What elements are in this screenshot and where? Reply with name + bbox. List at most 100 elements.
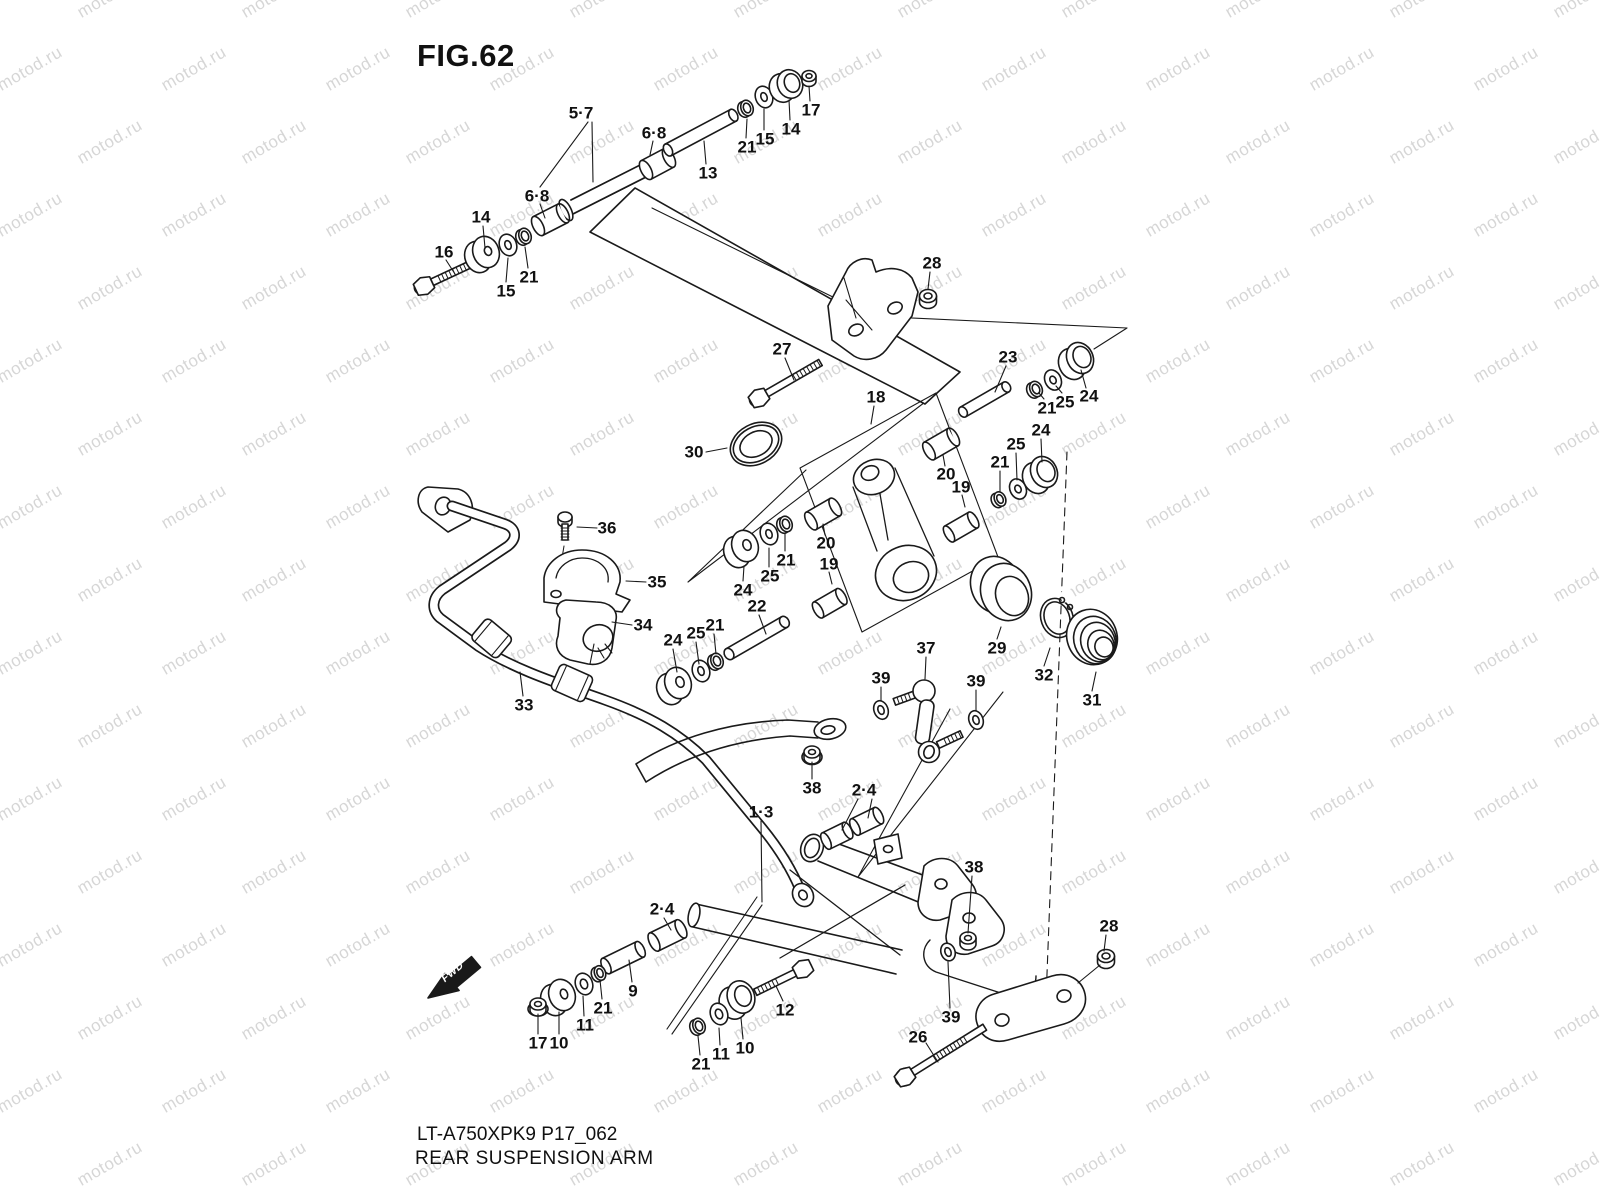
rear-arm-group: [527, 806, 1116, 1088]
part-label: 21: [737, 137, 757, 157]
part-label: 17: [801, 100, 821, 120]
part-label: 20: [816, 533, 836, 553]
part-label: 32: [1034, 665, 1054, 685]
part-label: 15: [496, 281, 516, 301]
part-label: 23: [998, 347, 1018, 367]
part-label: 10: [549, 1033, 569, 1053]
link-group: [635, 679, 985, 783]
part-label: 35: [647, 572, 667, 592]
part-label: 39: [966, 671, 986, 691]
fwd-arrow: [427, 955, 482, 999]
part-label: 19: [819, 554, 839, 574]
part-label: 9: [628, 981, 638, 1001]
snap-ring-32: [1039, 588, 1075, 639]
part-label: 25: [686, 623, 706, 643]
nut-38-rear: [959, 931, 977, 951]
nut-17-top: [801, 69, 817, 88]
boot-31: [1065, 608, 1119, 666]
part-label: 28: [1099, 916, 1119, 936]
part-label: 14: [471, 207, 491, 227]
stabilizer-group: [417, 486, 815, 908]
nut-28-rear: [1096, 948, 1116, 970]
part-label: 5·7: [568, 103, 594, 123]
bolt-26: [893, 1023, 988, 1088]
part-label: 27: [772, 339, 792, 359]
part-label: 33: [514, 695, 534, 715]
washer-14-left: [463, 235, 501, 274]
part-label: 14: [781, 119, 801, 139]
part-label: 24: [1031, 420, 1051, 440]
part-label: 37: [916, 638, 936, 658]
knuckle-group: [799, 341, 1119, 666]
part-label: 6·8: [524, 186, 550, 206]
part-label: 16: [434, 242, 454, 262]
part-label: 38: [964, 857, 984, 877]
part-label: 31: [1082, 690, 1102, 710]
footer-figure-name: REAR SUSPENSION ARM: [415, 1148, 654, 1169]
clamp-35: [543, 549, 631, 613]
nut-28-top: [918, 288, 938, 310]
part-label: 36: [597, 518, 617, 538]
part-label: 25: [760, 566, 780, 586]
footer-model-code: LT-A750XPK9 P17_062: [417, 1124, 618, 1145]
link-rod-37: [892, 679, 964, 764]
part-label: 21: [705, 615, 725, 635]
stabilizer-eye: [417, 486, 474, 533]
assembly-axis-dashed: [1045, 451, 1068, 1001]
washer-21-left: [514, 227, 533, 247]
part-label: 6·8: [641, 123, 667, 143]
bushing-6-8-left: [530, 202, 571, 237]
part-label: 1·3: [748, 802, 774, 822]
part-label: 39: [871, 668, 891, 688]
part-label: 34: [633, 615, 653, 635]
pin-13: [662, 108, 739, 157]
part-label: 38: [802, 778, 822, 798]
part-label: 29: [987, 638, 1007, 658]
part-label: 25: [1006, 434, 1026, 454]
top-arm-assembly: [412, 68, 961, 467]
part-label: 21: [1037, 398, 1057, 418]
nut-17-bottom: [527, 997, 549, 1017]
nut-38-middle: [801, 745, 823, 766]
washer-21-top: [736, 99, 755, 119]
part-label: 21: [593, 998, 613, 1018]
part-label: 19: [951, 477, 971, 497]
washer-15-top: [754, 85, 774, 109]
part-label: 17: [528, 1033, 548, 1053]
bushing-6-8-right: [638, 147, 677, 181]
part-label: 24: [663, 630, 683, 650]
part-label: 39: [941, 1007, 961, 1027]
part-label: 2·4: [851, 780, 877, 800]
seal-30: [729, 421, 783, 467]
bushing-29: [969, 555, 1033, 622]
part-label: 10: [735, 1038, 755, 1058]
part-label: 28: [922, 253, 942, 273]
bolt-16: [412, 260, 473, 297]
part-label: 20: [936, 464, 956, 484]
part-label: 11: [712, 1044, 730, 1064]
washer-15-left: [498, 233, 518, 257]
cup-14-top: [768, 68, 804, 104]
part-label: 13: [698, 163, 718, 183]
part-label: 12: [775, 1000, 795, 1020]
bushing-34: [555, 599, 618, 666]
part-label: 15: [755, 129, 775, 149]
part-label: 22: [747, 596, 767, 616]
part-label: 11: [576, 1015, 594, 1035]
figure-title: FIG.62: [417, 38, 515, 73]
part-label: 30: [684, 442, 704, 462]
part-label: 21: [776, 550, 796, 570]
pointer-wedges: [666, 315, 1128, 1035]
part-label: 21: [519, 267, 539, 287]
part-label: 21: [691, 1054, 711, 1074]
part-label: 24: [1079, 386, 1099, 406]
bolt-27: [747, 358, 824, 409]
part-label: 24: [733, 580, 753, 600]
part-label: 2·4: [649, 899, 675, 919]
part-label: 26: [908, 1027, 928, 1047]
part-label: 25: [1055, 392, 1075, 412]
part-label: 18: [866, 387, 886, 407]
leader-lines: [445, 85, 1107, 1063]
